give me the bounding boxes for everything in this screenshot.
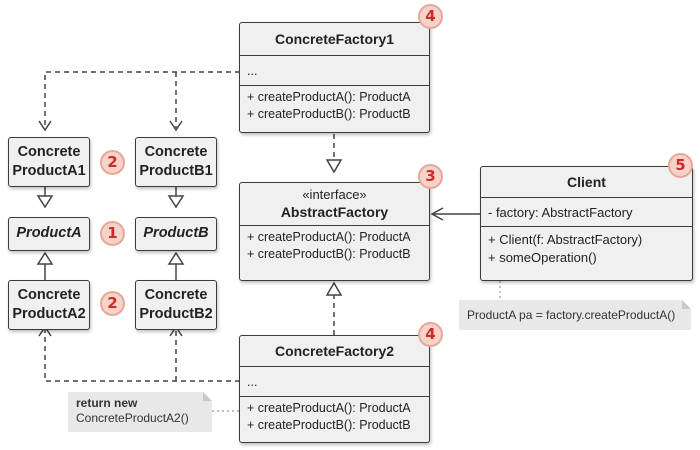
abstract-factory-header: «interface» AbstractFactory	[240, 183, 429, 225]
badge-concrete-factory-2: 4	[418, 322, 443, 347]
product-a-name: ProductA	[16, 225, 82, 241]
concrete-product-b1-line1: Concrete	[144, 144, 208, 160]
product-b-interface[interactable]: ProductB	[135, 217, 217, 251]
client-name: Client	[567, 174, 606, 190]
badge-concrete-products-2: 2	[100, 291, 125, 316]
concrete-product-a1-line2: ProductA1	[12, 163, 86, 179]
concrete-product-a1-line1: Concrete	[17, 144, 81, 160]
concrete-factory-2-class[interactable]: ConcreteFactory2 ... + createProductA():…	[239, 335, 430, 443]
method-create-product-b: + createProductB(): ProductB	[247, 247, 411, 261]
concrete-factory-1-fields: ...	[240, 55, 429, 85]
client-field: - factory: AbstractFactory	[481, 197, 692, 226]
dependency-arrowhead-b1	[169, 120, 183, 132]
inherit-a2-triangle	[36, 251, 54, 265]
method-create-product-a: + createProductA(): ProductA	[247, 90, 411, 104]
concrete-factory-1-methods: + createProductA(): ProductA + createPro…	[240, 85, 429, 126]
abstract-factory-interface[interactable]: «interface» AbstractFactory + createProd…	[239, 182, 430, 281]
badge-abstract-products: 1	[100, 221, 125, 246]
realization-cf2-triangle	[325, 281, 343, 296]
client-class[interactable]: Client - factory: AbstractFactory + Clie…	[480, 166, 693, 281]
concrete-product-b2-line2: ProductB2	[139, 306, 213, 322]
factory-code-note: return new ConcreteProductA2()	[68, 392, 212, 432]
concrete-factory-2-name: ConcreteFactory2	[274, 343, 395, 359]
method-create-product-b: + createProductB(): ProductB	[247, 107, 411, 121]
factory-note-line1: return new	[76, 396, 138, 410]
dependency-cf2-product-a2	[44, 330, 240, 382]
concrete-product-a1[interactable]: Concrete ProductA1	[8, 137, 90, 187]
abstract-factory-methods: + createProductA(): ProductA + createPro…	[240, 225, 429, 266]
concrete-product-a2-line2: ProductA2	[12, 306, 86, 322]
association-arrowhead	[430, 207, 444, 221]
inherit-b2-triangle	[167, 251, 185, 265]
concrete-product-b2[interactable]: Concrete ProductB2	[135, 280, 217, 330]
concrete-factory-1-name: ConcreteFactory1	[274, 31, 395, 47]
interface-stereotype: «interface»	[302, 187, 367, 202]
concrete-product-b1[interactable]: Concrete ProductB1	[135, 137, 217, 187]
concrete-factory-2-fields: ...	[240, 366, 429, 396]
client-code-note: ProductA pa = factory.createProductA()	[459, 300, 691, 330]
method-client-constructor: + Client(f: AbstractFactory)	[488, 232, 643, 247]
badge-abstract-factory: 3	[418, 164, 443, 189]
dependency-cf1-product-a1	[44, 71, 240, 128]
concrete-product-b1-line2: ProductB1	[139, 163, 213, 179]
factory-note-fold-icon	[203, 392, 212, 401]
realization-cf1-triangle	[325, 159, 343, 174]
concrete-product-b2-line1: Concrete	[144, 287, 208, 303]
badge-client: 5	[668, 153, 693, 178]
client-note-fold-icon	[682, 300, 691, 309]
abstract-factory-name: AbstractFactory	[280, 204, 389, 220]
method-some-operation: + someOperation()	[488, 250, 597, 265]
client-code-note-text: ProductA pa = factory.createProductA()	[467, 308, 676, 322]
product-b-name: ProductB	[143, 225, 209, 241]
product-a-interface[interactable]: ProductA	[8, 217, 90, 251]
concrete-factory-2-methods: + createProductA(): ProductA + createPro…	[240, 396, 429, 437]
factory-note-line2: ConcreteProductA2()	[76, 411, 189, 425]
method-create-product-a: + createProductA(): ProductA	[247, 401, 411, 415]
badge-concrete-products-1: 2	[100, 150, 125, 175]
method-create-product-b: + createProductB(): ProductB	[247, 418, 411, 432]
concrete-product-a2[interactable]: Concrete ProductA2	[8, 280, 90, 330]
dependency-arrowhead-a1	[38, 120, 52, 132]
inherit-b1-triangle	[167, 195, 185, 209]
inherit-a1-triangle	[36, 195, 54, 209]
client-methods: + Client(f: AbstractFactory) + someOpera…	[481, 226, 692, 270]
concrete-factory-1-class[interactable]: ConcreteFactory1 ... + createProductA():…	[239, 22, 430, 133]
badge-concrete-factory-1: 4	[418, 4, 443, 29]
method-create-product-a: + createProductA(): ProductA	[247, 230, 411, 244]
concrete-product-a2-line1: Concrete	[17, 287, 81, 303]
